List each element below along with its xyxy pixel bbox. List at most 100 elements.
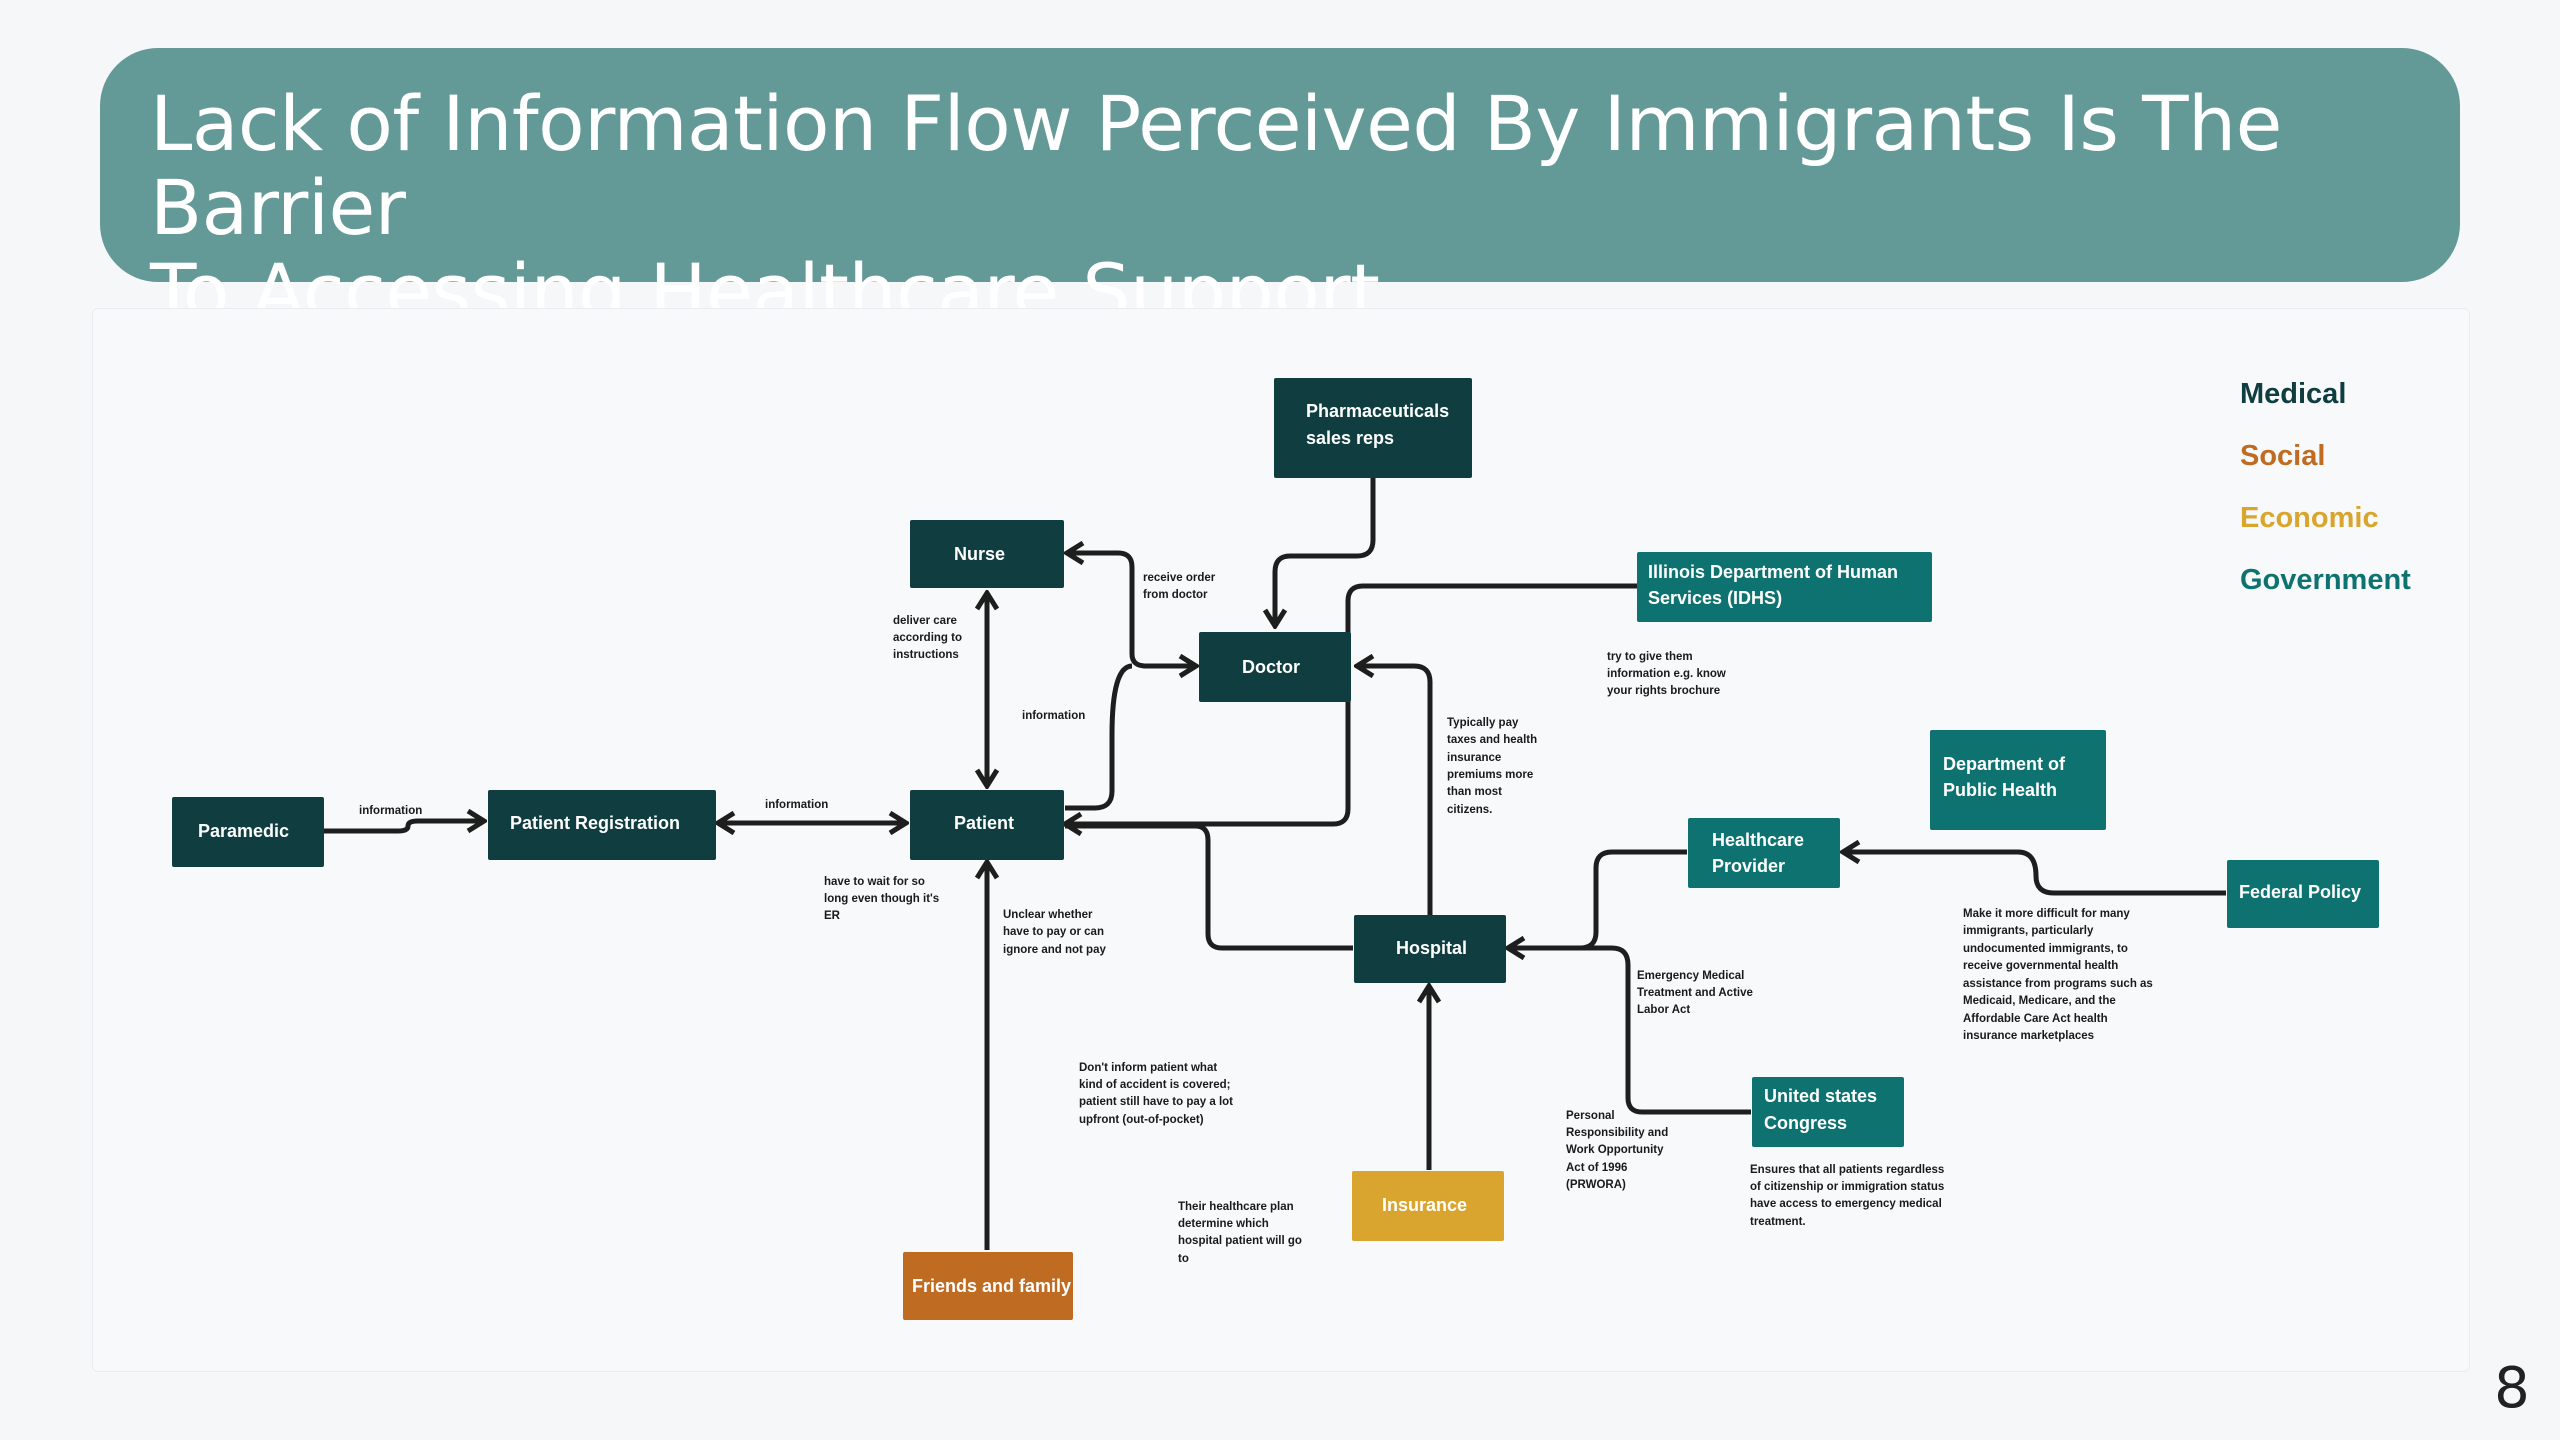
annotation-line: taxes and health (1447, 734, 1537, 746)
annotation-line: Don't inform patient what (1079, 1062, 1217, 1074)
annotation-line: Labor Act (1637, 1004, 1690, 1016)
node-patient[interactable]: Patient (910, 790, 1064, 860)
node-federal-policy[interactable]: Federal Policy (2227, 860, 2379, 928)
annotation-ensures: Ensures that all patients regardless of … (1750, 1164, 1944, 1228)
annotation-line: assistance from programs such as (1963, 978, 2153, 990)
edges (324, 478, 2226, 1250)
annotation-try-to-give: try to give them information e.g. know y… (1607, 651, 1726, 697)
annotation-line: Ensures that all patients regardless (1750, 1164, 1944, 1176)
annotation-make-more-difficult: Make it more difficult for many immigran… (1963, 908, 2153, 1042)
annotation-line: deliver care (893, 615, 957, 627)
annotation-line: Work Opportunity (1566, 1144, 1664, 1156)
annotation-line: Emergency Medical (1637, 970, 1744, 982)
annotation-line: Personal (1566, 1110, 1615, 1122)
annotation-line: receive governmental health (1963, 960, 2118, 972)
annotation-line: according to (893, 632, 962, 644)
edge-provider-hospital (1508, 849, 1687, 948)
node-healthcare-provider[interactable]: Healthcare Provider (1688, 818, 1840, 888)
node-united-states-congress[interactable]: United states Congress (1752, 1077, 1904, 1147)
edge-hospital-doctor (1357, 666, 1433, 915)
annotation-their-healthcare-plan: Their healthcare plan determine which ho… (1178, 1201, 1302, 1265)
annotation-line: ER (824, 910, 841, 922)
node-patient-registration[interactable]: Patient Registration (488, 790, 716, 860)
annotation-line: have to pay or can (1003, 926, 1104, 938)
edge-nurse-doctor (1067, 553, 1196, 666)
node-insurance[interactable]: Insurance (1352, 1171, 1504, 1241)
node-friends-and-family[interactable]: Friends and family (903, 1252, 1073, 1320)
annotation-line: from doctor (1143, 589, 1208, 601)
node-label: sales reps (1306, 428, 1394, 448)
annotation-line: information (1022, 710, 1085, 722)
annotation-line: information e.g. know (1607, 668, 1726, 680)
annotation-line: Responsibility and (1566, 1127, 1668, 1139)
node-department-of-public-health[interactable]: Department of Public Health (1930, 730, 2106, 830)
annotation-line: Make it more difficult for many (1963, 908, 2130, 920)
annotation-line: try to give them (1607, 651, 1693, 663)
node-label: Public Health (1943, 780, 2057, 800)
nodes: Pharmaceuticals sales reps Nurse Doctor … (172, 378, 2379, 1320)
node-label: Congress (1764, 1113, 1847, 1133)
edge-pharma-doctor (1275, 478, 1376, 626)
annotation-line: long even though it's (824, 893, 939, 905)
node-label: Insurance (1382, 1195, 1467, 1215)
annotation-line: premiums more (1447, 769, 1533, 781)
node-doctor[interactable]: Doctor (1199, 632, 1351, 702)
legend-government: Government (2240, 564, 2411, 596)
annotation-line: citizens. (1447, 804, 1492, 816)
node-label: Pharmaceuticals (1306, 401, 1449, 421)
node-label: Paramedic (198, 821, 289, 841)
node-pharmaceuticals-sales-reps[interactable]: Pharmaceuticals sales reps (1274, 378, 1472, 478)
edge-patient-hospital (1065, 823, 1353, 951)
annotation-line: Unclear whether (1003, 909, 1093, 921)
legend-economic: Economic (2240, 502, 2379, 534)
node-label: Federal Policy (2239, 882, 2361, 902)
page-title-line-1: Lack of Information Flow Perceived By Im… (150, 79, 2282, 252)
node-label: Illinois Department of Human (1648, 562, 1898, 582)
annotation-line: to (1178, 1253, 1189, 1265)
node-label: Hospital (1396, 938, 1467, 958)
annotation-unclear-whether: Unclear whether have to pay or can ignor… (1003, 909, 1106, 956)
edge-idhs-patient (1065, 583, 1638, 824)
edge-federal-provider (1843, 852, 2226, 896)
annotation-line: ignore and not pay (1003, 944, 1106, 956)
node-idhs[interactable]: Illinois Department of Human Services (I… (1637, 552, 1932, 622)
edge-congress-hospital (1580, 945, 1751, 1115)
annotation-line: upfront (out-of-pocket) (1079, 1114, 1204, 1126)
annotation-information-paramedic: information (359, 805, 422, 817)
annotation-line: Affordable Care Act health (1963, 1013, 2108, 1025)
annotation-line: information (359, 805, 422, 817)
annotations: receive order from doctor deliver care a… (359, 572, 2153, 1265)
annotation-receive-order: receive order from doctor (1143, 572, 1216, 601)
node-nurse[interactable]: Nurse (910, 520, 1064, 588)
annotation-line: Medicaid, Medicare, and the (1963, 995, 2116, 1007)
node-label: Friends and family (912, 1276, 1071, 1296)
annotation-line: Act of 1996 (1566, 1162, 1627, 1174)
annotation-line: undocumented immigrants, to (1963, 943, 2128, 955)
legend-social: Social (2240, 440, 2325, 472)
annotation-line: insurance marketplaces (1963, 1030, 2094, 1042)
annotation-information-nurse: information (1022, 710, 1085, 722)
legend: Medical Social Economic Government (2240, 378, 2411, 596)
annotation-line: immigrants, particularly (1963, 925, 2094, 937)
node-paramedic[interactable]: Paramedic (172, 797, 324, 867)
page-number: 8 (2494, 1356, 2530, 1421)
annotation-line: hospital patient will go (1178, 1235, 1302, 1247)
annotation-line: have to wait for so (824, 876, 925, 888)
annotation-emtala: Emergency Medical Treatment and Active L… (1637, 970, 1753, 1016)
node-label: Nurse (954, 544, 1005, 564)
annotation-have-to-wait: have to wait for so long even though it'… (824, 876, 939, 922)
node-hospital[interactable]: Hospital (1354, 915, 1506, 983)
annotation-line: kind of accident is covered; (1079, 1079, 1230, 1091)
annotation-line: (PRWORA) (1566, 1179, 1626, 1191)
annotation-line: Typically pay (1447, 717, 1519, 729)
annotation-line: Treatment and Active (1637, 987, 1753, 999)
annotation-line: your rights brochure (1607, 685, 1720, 697)
node-label: Patient Registration (510, 813, 680, 833)
edge-paramedic-registration (324, 821, 484, 834)
annotation-line: information (765, 799, 828, 811)
annotation-line: Their healthcare plan (1178, 1201, 1294, 1213)
annotation-line: receive order (1143, 572, 1216, 584)
annotation-line: have access to emergency medical (1750, 1198, 1942, 1210)
annotation-typically-pay: Typically pay taxes and health insurance… (1447, 717, 1537, 816)
